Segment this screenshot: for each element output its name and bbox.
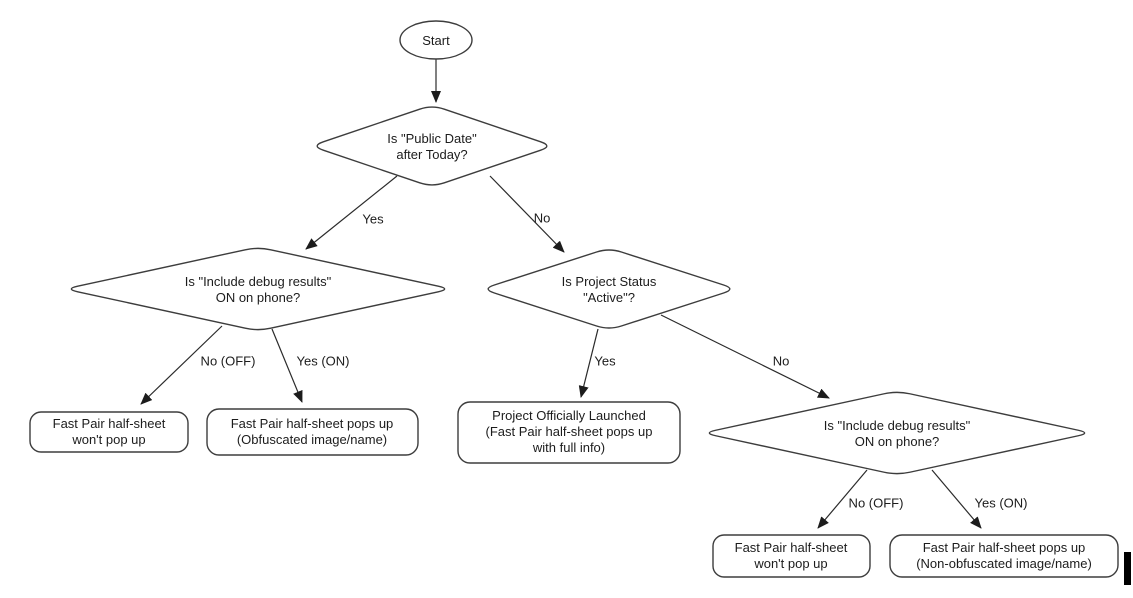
text-cursor: [1124, 552, 1131, 585]
edge-project-status-no: [660, 314, 830, 399]
decision-debug-left-shape: [70, 247, 446, 331]
start-node-shape: [399, 20, 473, 60]
result-obfuscated-shape: [206, 408, 419, 456]
edge-debug-right-yes: [931, 469, 982, 529]
edge-debug-left-yes: [271, 328, 303, 403]
flowchart-edges: [140, 59, 982, 529]
decision-project-status-shape: [487, 249, 731, 329]
result-launched-shape: [457, 401, 681, 464]
edge-debug-left-no: [140, 325, 223, 405]
result-no-popup-left-shape: [29, 411, 189, 453]
edge-public-date-no: [489, 175, 565, 253]
decision-debug-right-shape: [708, 391, 1086, 475]
edge-public-date-yes: [305, 175, 398, 250]
edge-debug-right-no: [817, 469, 868, 529]
decision-public-date-shape: [316, 106, 548, 186]
result-non-obfuscated-shape: [889, 534, 1119, 578]
result-no-popup-right-shape: [712, 534, 871, 578]
edge-project-status-yes: [578, 328, 599, 398]
